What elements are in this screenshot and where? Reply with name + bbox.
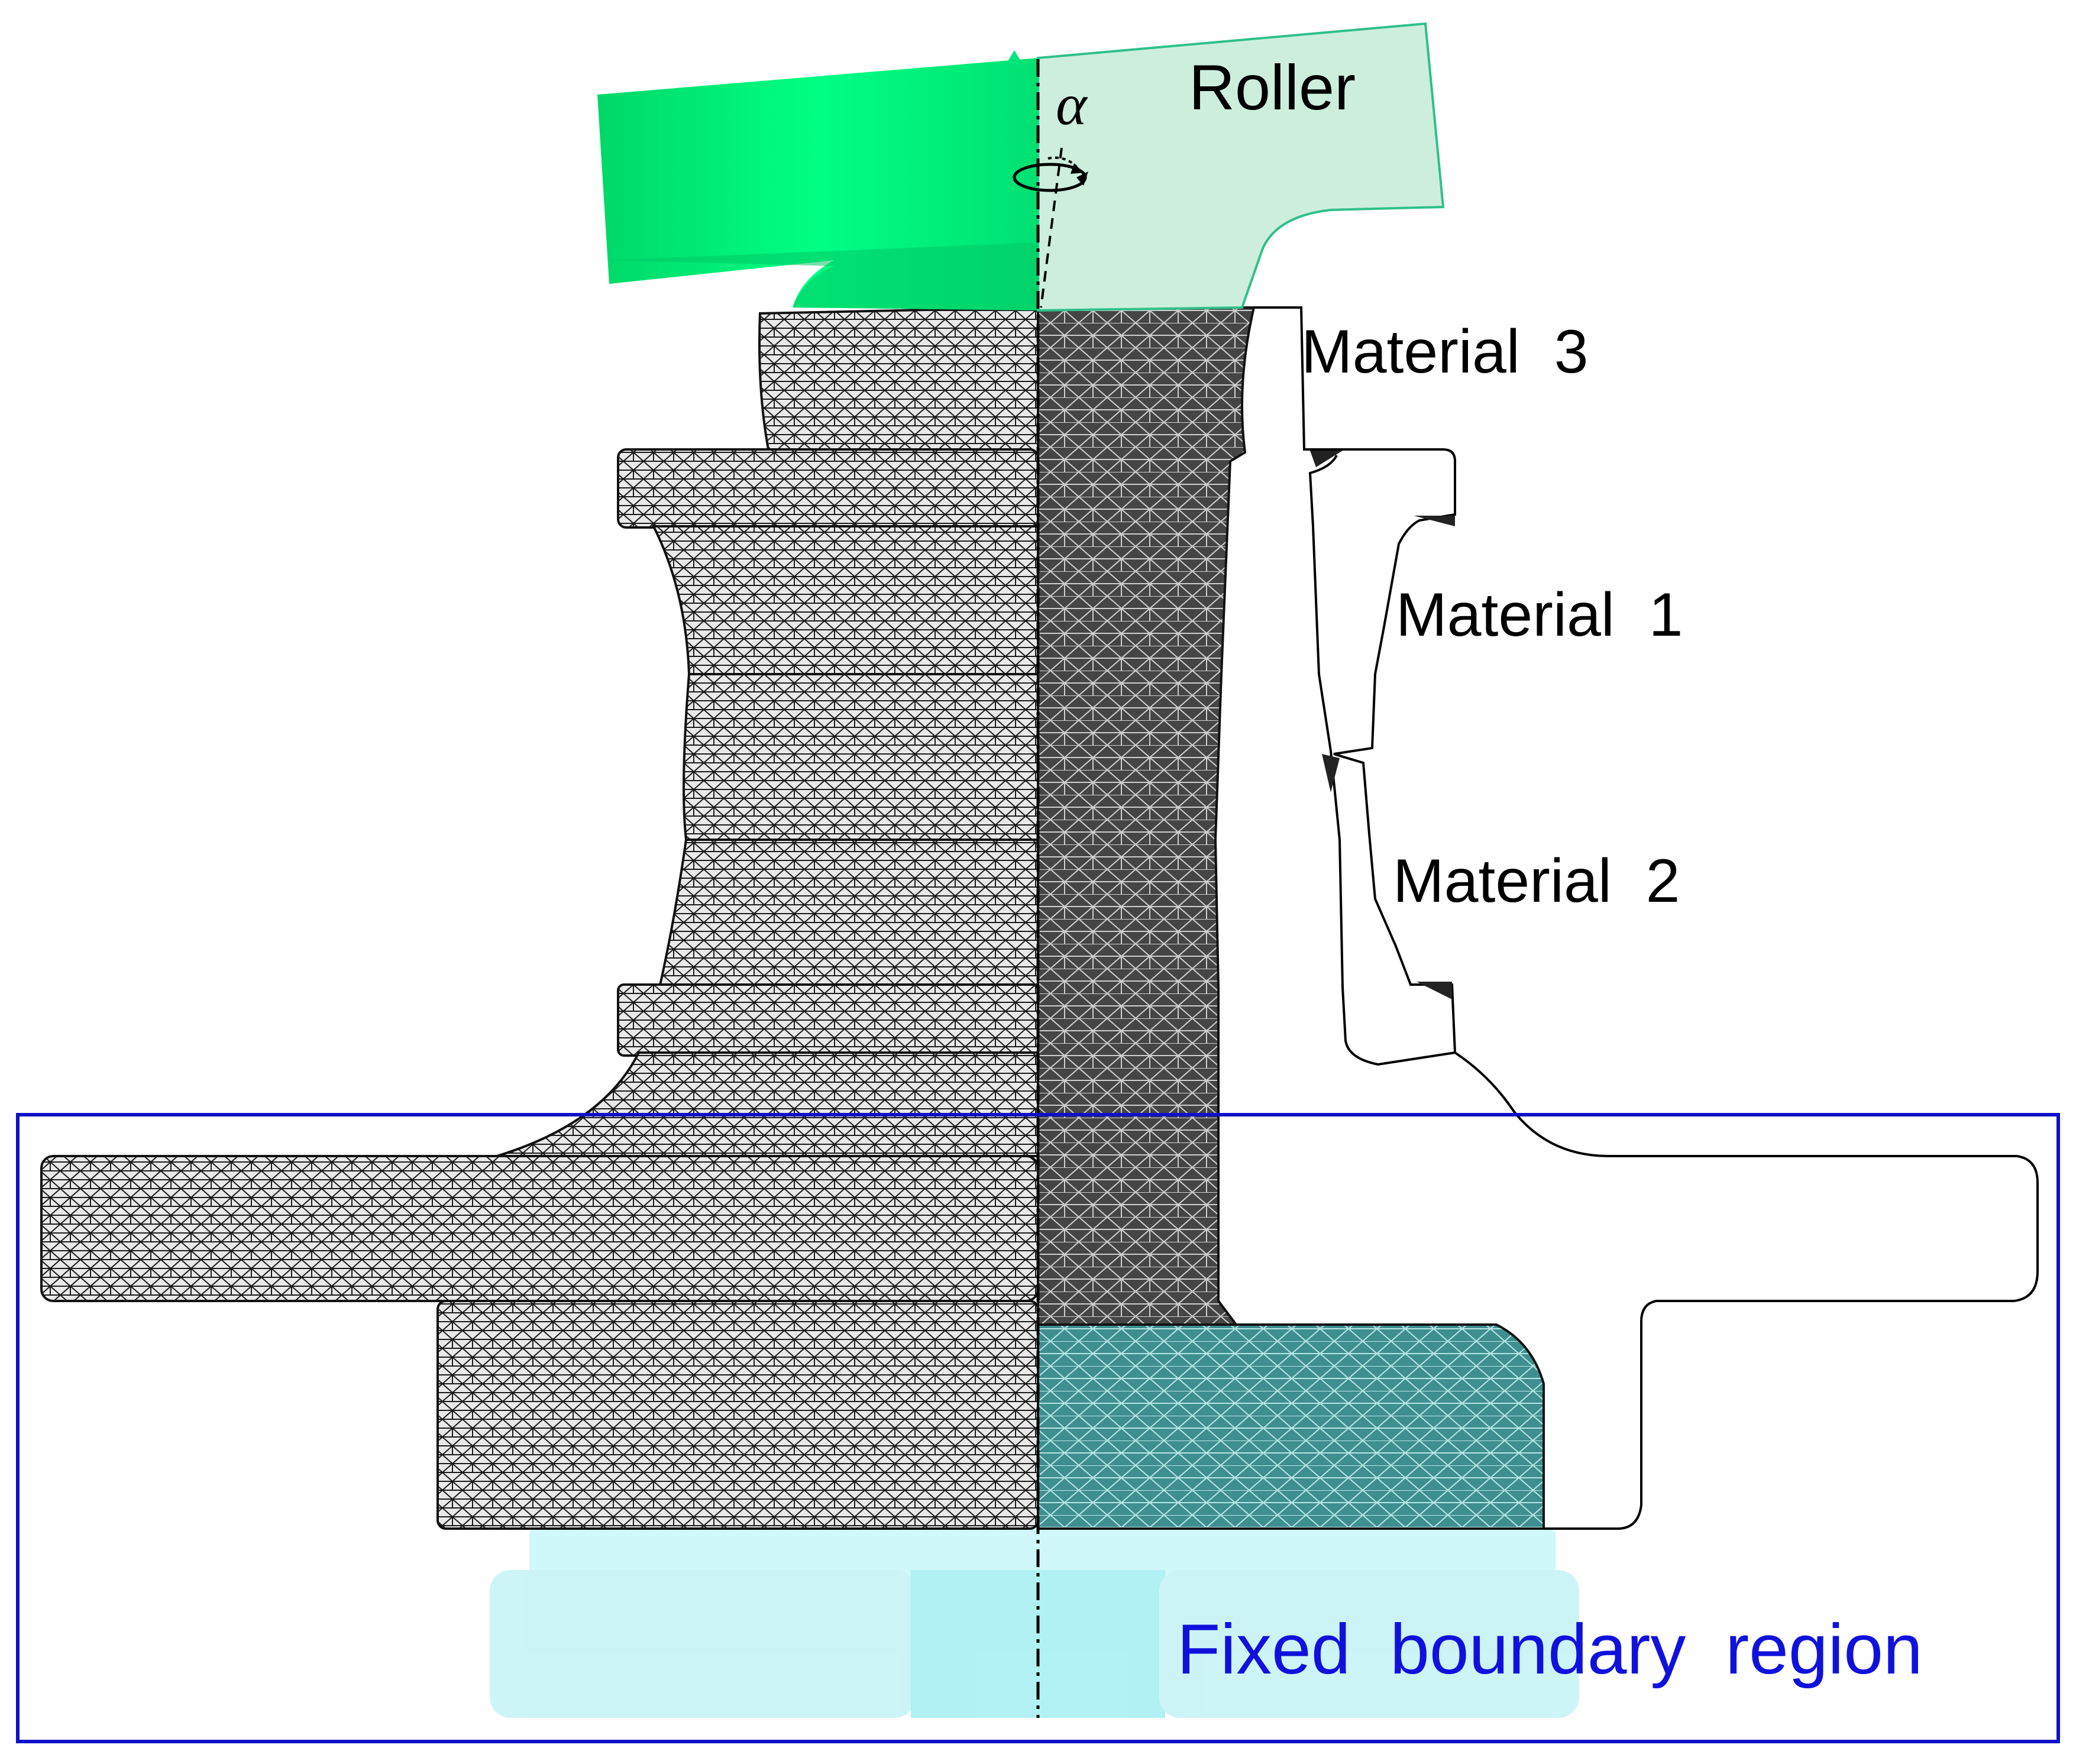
roller-label: Roller <box>1189 51 1356 123</box>
roller <box>597 22 1445 312</box>
roller-ghost-half <box>1037 22 1445 312</box>
profile-accent-top <box>1310 451 1343 467</box>
fixture-right-block <box>1159 1570 1579 1718</box>
profile-accent-upper-right <box>1414 516 1455 526</box>
bottom-hub-mesh <box>436 1300 1039 1530</box>
fixture-overlap-mesh <box>1037 1323 1545 1530</box>
main-flange-mesh <box>40 1155 1039 1302</box>
rotation-axis <box>1013 59 1088 1718</box>
rotation-arrowhead-icon <box>1076 171 1088 186</box>
fixed-boundary-region-label: Fixed boundary region <box>1177 1610 1923 1689</box>
alpha-label: α <box>1056 72 1088 137</box>
workpiece-left-half <box>40 306 1039 1530</box>
fixture-left-block <box>490 1570 916 1718</box>
material-2-mesh <box>658 839 1039 989</box>
profile-accent-bottom <box>1417 982 1452 999</box>
material-1-mesh <box>651 525 1039 675</box>
section-profile-outline <box>1254 306 1457 1066</box>
angle-arc <box>1047 156 1078 168</box>
flange-fillet-mesh <box>496 1051 1039 1157</box>
tilted-axis-line <box>1040 147 1063 308</box>
roller-face-shade <box>609 242 1038 310</box>
fixed-boundary-box <box>16 1113 2060 1743</box>
lower-shoulder-mesh <box>617 983 1039 1057</box>
workpiece-right-half <box>1037 306 1545 1530</box>
profile-accent-mid <box>1322 754 1340 792</box>
middle-ring-mesh <box>683 673 1039 841</box>
angle-arrowhead-icon <box>1071 163 1084 174</box>
section-flange-outline <box>1454 1051 2039 1530</box>
material-3-mesh <box>758 306 1039 454</box>
roller-tip <box>1005 50 1023 65</box>
dark-mesh-column <box>1037 306 1256 1326</box>
material-3-label: Material 3 <box>1301 318 1589 386</box>
material-2-label: Material 2 <box>1393 847 1680 915</box>
material-1-label: Material 1 <box>1396 581 1683 649</box>
upper-flange-mesh <box>617 448 1039 529</box>
